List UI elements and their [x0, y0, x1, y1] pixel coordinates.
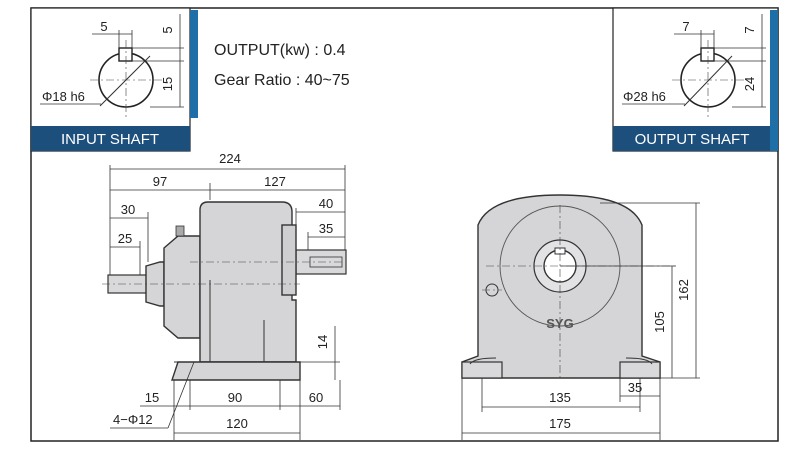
front-view: SYG 105 162 135 35 175 — [461, 194, 700, 440]
housing-flange — [281, 224, 297, 296]
output-shaft-panel: OUTPUT SHAFT 7 7 24 Φ28 h6 — [612, 7, 779, 152]
side-holes: 4−Φ12 — [113, 412, 153, 427]
front-foot-right — [619, 361, 661, 379]
dim-line — [167, 361, 195, 429]
foot-boss — [469, 357, 653, 365]
output-shaft-label: OUTPUT SHAFT — [635, 131, 750, 148]
front-foot-left — [461, 361, 503, 379]
input-keyway — [118, 47, 133, 62]
output-height: 24 — [742, 77, 757, 91]
in-key-len: 25 — [118, 231, 132, 246]
outer-frame — [30, 7, 779, 442]
output-diameter: Φ28 h6 — [623, 89, 666, 104]
gear-ratio-spec: Gear Ratio : 40~75 — [214, 72, 350, 89]
side-overall: 224 — [219, 151, 241, 166]
input-key-depth: 5 — [160, 26, 175, 33]
side-hole-pitch: 90 — [228, 390, 242, 405]
output-keyway — [700, 47, 715, 62]
output-key-width: 7 — [682, 19, 689, 34]
input-leader — [99, 55, 151, 107]
output-spec: OUTPUT(kw) : 0.4 — [214, 42, 346, 59]
side-left: 97 — [153, 174, 167, 189]
input-shaft-label-bar — [31, 126, 190, 151]
input-height: 15 — [160, 77, 175, 91]
foot-thickness: 14 — [315, 335, 330, 349]
input-diameter: Φ18 h6 — [42, 89, 85, 104]
front-hole-pitch: 135 — [549, 390, 571, 405]
out-key-len: 35 — [319, 221, 333, 236]
side-right: 127 — [264, 174, 286, 189]
input-shaft-label: INPUT SHAFT — [61, 131, 159, 148]
side-foot-width: 120 — [226, 416, 248, 431]
center-height: 105 — [652, 311, 667, 333]
side-view: 224 97 127 30 25 40 35 — [102, 151, 347, 440]
input-key-width: 5 — [100, 19, 107, 34]
in-shaft-len: 30 — [121, 202, 135, 217]
front-foot-width: 175 — [549, 416, 571, 431]
brand-logo: SYG — [546, 316, 573, 331]
accent-bar — [190, 10, 198, 118]
gear-housing-front — [163, 235, 201, 339]
accent-bar-right — [770, 10, 778, 151]
breather-plug — [175, 225, 185, 237]
output-key-depth: 7 — [742, 26, 757, 33]
overall-height: 162 — [676, 279, 691, 301]
input-shaft-panel: INPUT SHAFT 5 5 15 Φ18 h6 — [30, 7, 198, 152]
foot-offset: 15 — [145, 390, 159, 405]
output-shaft-label-bar — [613, 126, 770, 151]
output-leader — [683, 55, 733, 107]
out-shaft-len: 40 — [319, 196, 333, 211]
foot-right: 60 — [309, 390, 323, 405]
foot-edge: 35 — [628, 380, 642, 395]
side-foot — [171, 361, 301, 381]
